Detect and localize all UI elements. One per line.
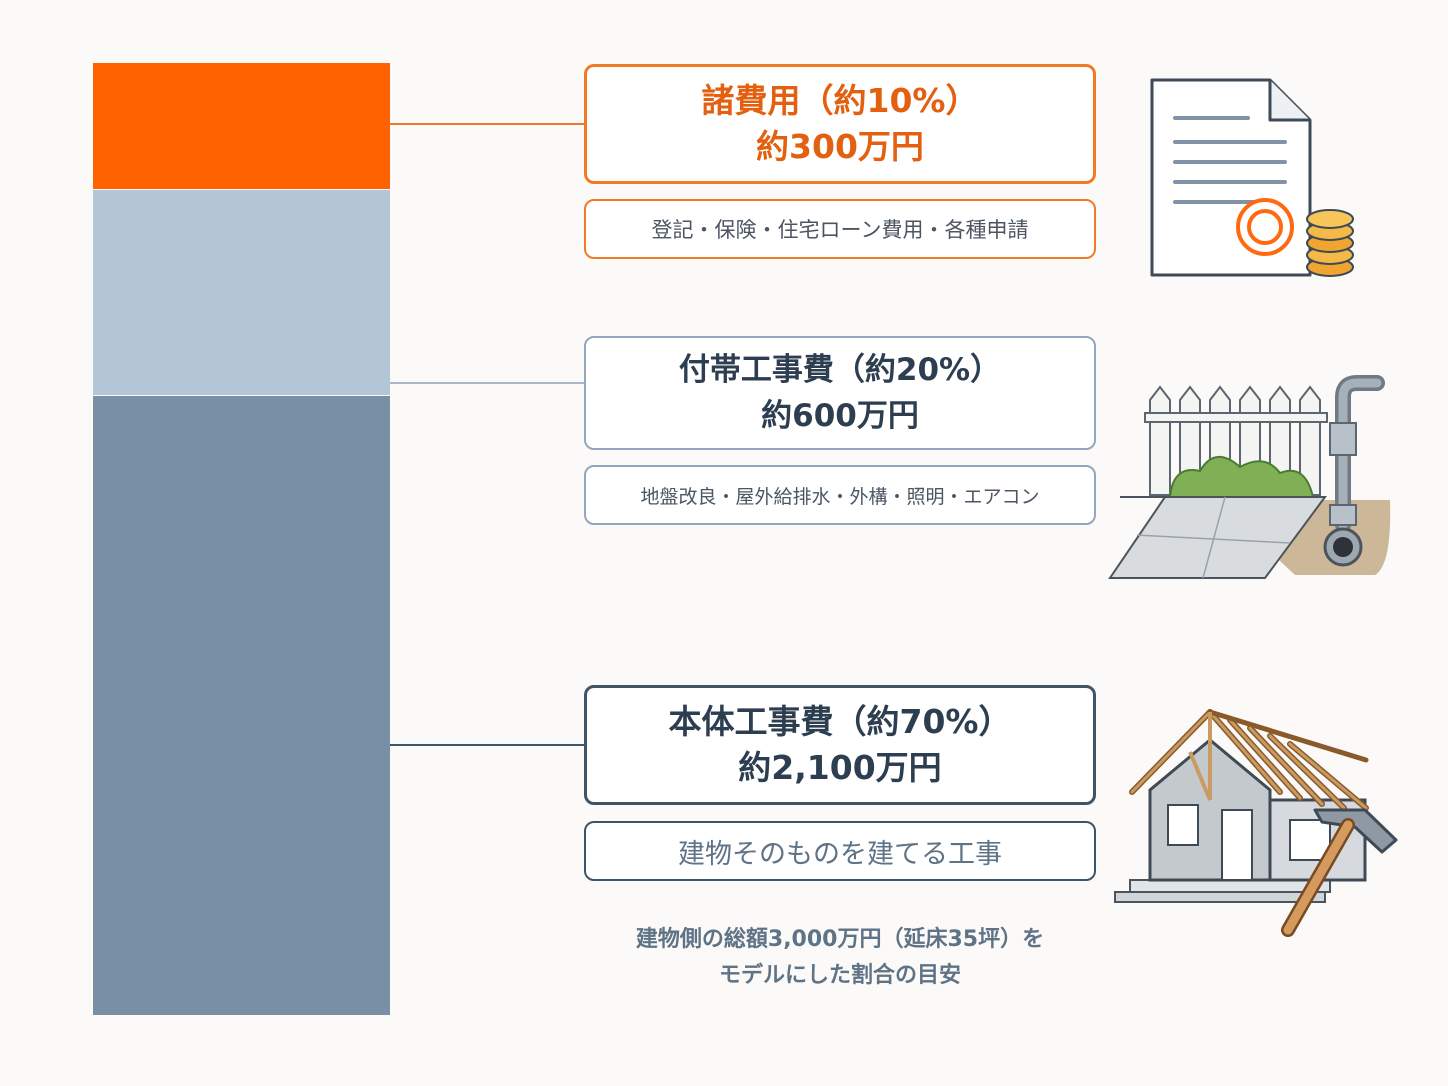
segment-desc-futai: 地盤改良・屋外給排水・外構・照明・エアコン [640, 485, 1040, 508]
label-box-shohiyo: 諸費用（約10%） 約300万円 [584, 64, 1096, 184]
desc-box-futai: 地盤改良・屋外給排水・外構・照明・エアコン [584, 465, 1096, 525]
footnote: 建物側の総額3,000万円（延床35坪）を モデルにした割合の目安 [584, 922, 1096, 994]
label-box-futai: 付帯工事費（約20%） 約600万円 [584, 336, 1096, 450]
footnote-line-1: 建物側の総額3,000万円（延床35坪）を [635, 927, 1045, 952]
fence-pipe-icon [1108, 375, 1391, 579]
segment-title-hontai: 本体工事費（約70%） [668, 702, 1012, 741]
segment-amount-shohiyo: 約300万円 [756, 127, 924, 166]
desc-box-hontai: 建物そのものを建てる工事 [584, 821, 1096, 881]
segment-amount-futai: 約600万円 [761, 398, 919, 434]
house-hammer-icon [1114, 709, 1398, 937]
document-coins-icon [1150, 78, 1354, 277]
segment-title-futai: 付帯工事費（約20%） [678, 352, 1002, 388]
segment-title-shohiyo: 諸費用（約10%） [701, 81, 979, 120]
bar-segment-hontai [93, 396, 390, 1015]
desc-box-shohiyo: 登記・保険・住宅ローン費用・各種申請 [584, 199, 1096, 259]
bar-segment-futai [93, 190, 390, 395]
connector-futai [390, 382, 584, 384]
bar-segment-shohiyo [93, 63, 390, 189]
footnote-line-2: モデルにした割合の目安 [718, 963, 961, 988]
connector-hontai [390, 744, 584, 746]
segment-desc-hontai: 建物そのものを建てる工事 [678, 838, 1002, 870]
segment-amount-hontai: 約2,100万円 [738, 748, 942, 787]
label-box-hontai: 本体工事費（約70%） 約2,100万円 [584, 685, 1096, 805]
connector-shohiyo [390, 123, 584, 125]
segment-desc-shohiyo: 登記・保険・住宅ローン費用・各種申請 [651, 218, 1029, 242]
